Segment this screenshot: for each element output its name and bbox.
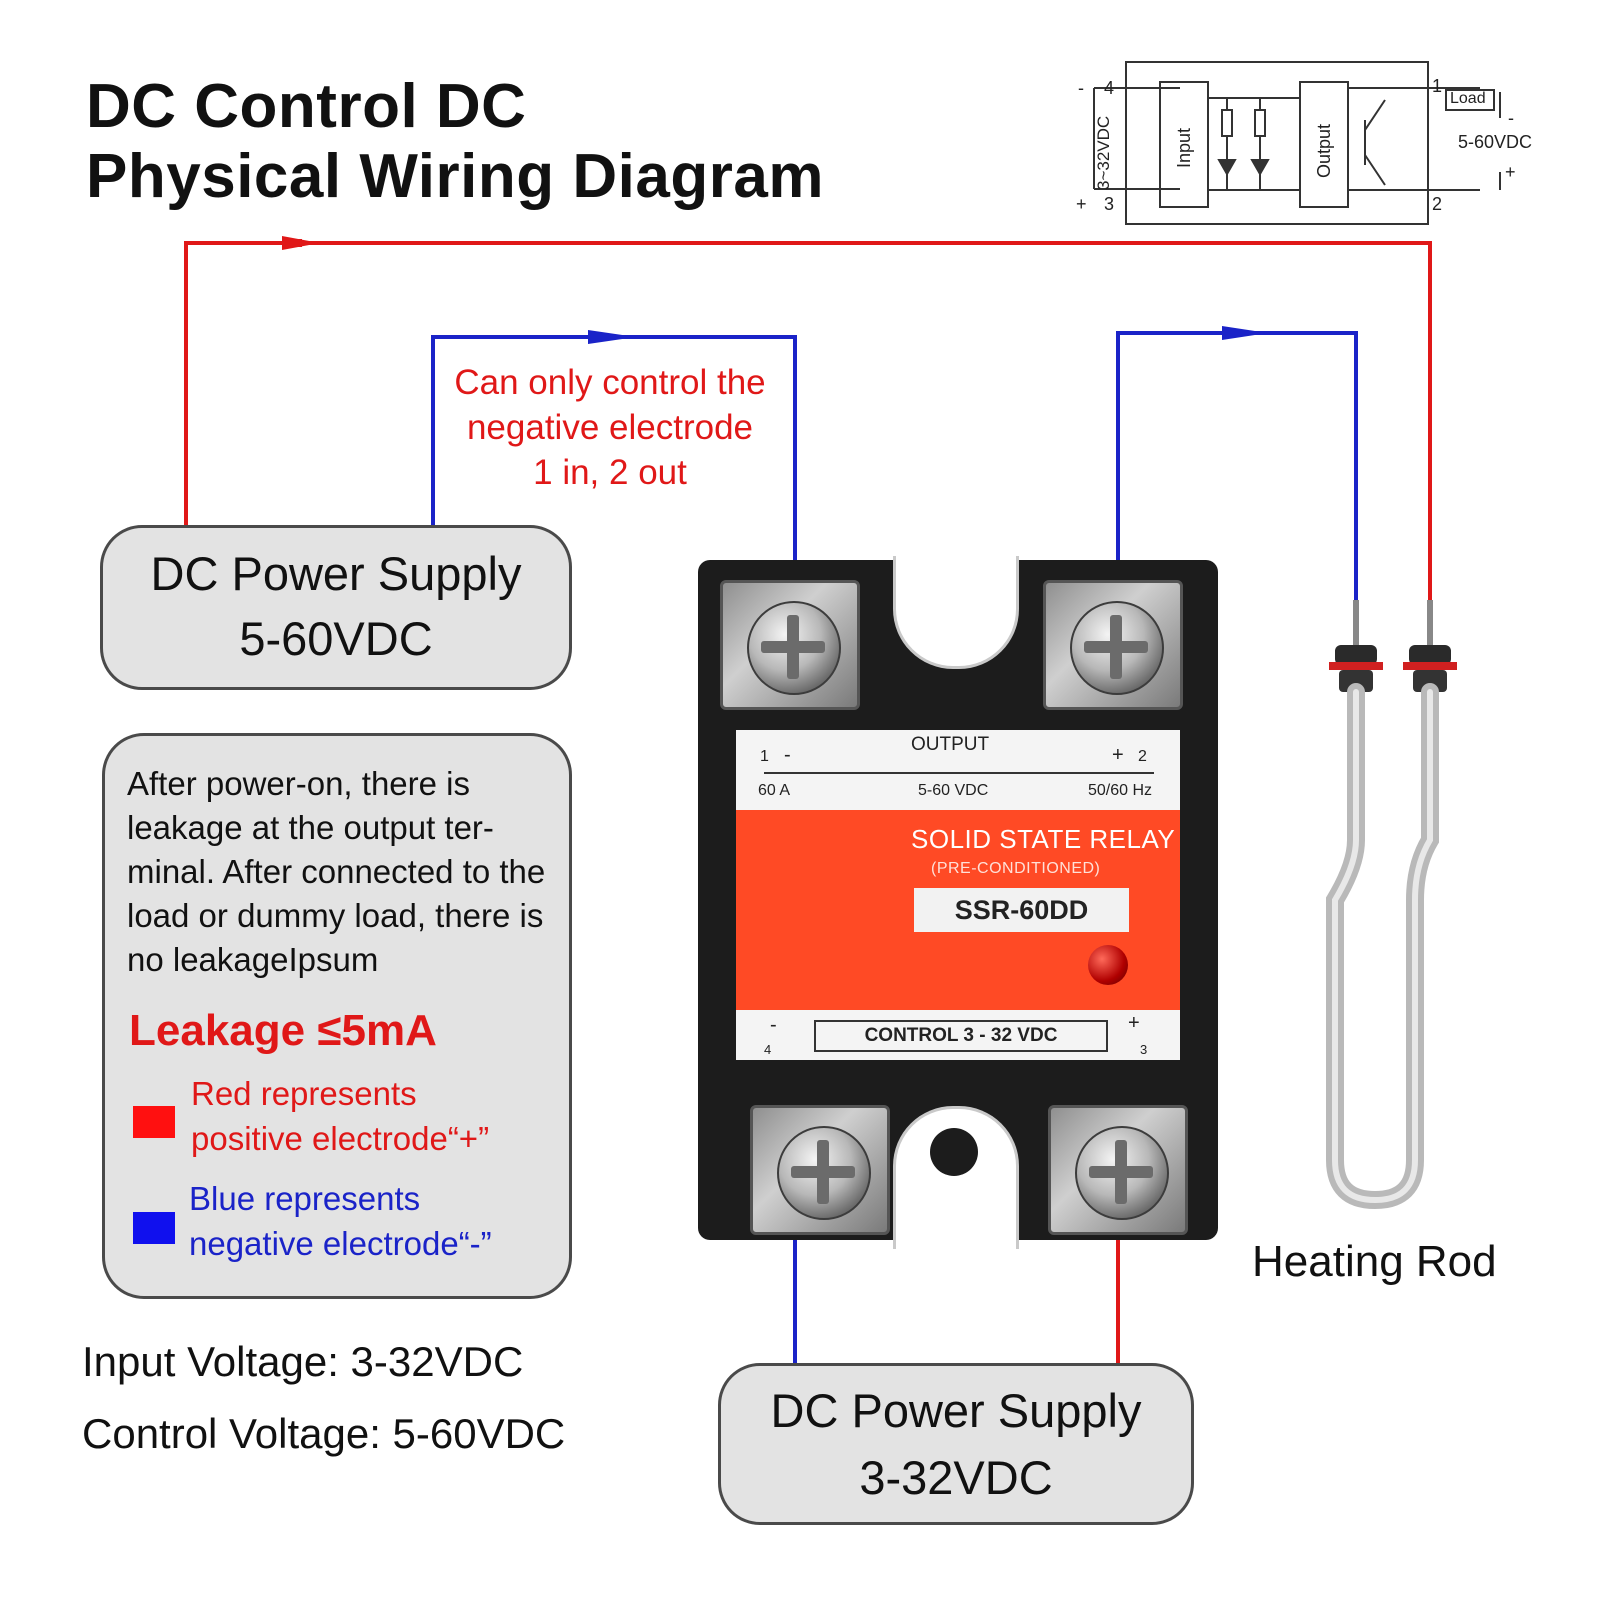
heating-rod-label: Heating Rod bbox=[1252, 1237, 1497, 1286]
heating-rod-icon bbox=[1326, 600, 1457, 1210]
schematic-load: Load bbox=[1450, 90, 1486, 107]
schematic-minus-right: - bbox=[1508, 108, 1514, 128]
red-legend-line-1: Red represents bbox=[191, 1075, 417, 1112]
terminal-3 bbox=[1048, 1105, 1188, 1235]
title-line-2: Physical Wiring Diagram bbox=[86, 142, 824, 211]
control-strip: - + CONTROL 3 - 32 VDC 4 3 bbox=[736, 1010, 1180, 1060]
relay-title: SOLID STATE RELAY bbox=[911, 824, 1176, 854]
schematic-pin-4: 4 bbox=[1104, 78, 1115, 98]
schematic-plus-right: + bbox=[1505, 162, 1516, 182]
output-line bbox=[764, 772, 1154, 774]
red-legend-text: Red represents positive electrode“+” bbox=[191, 1071, 489, 1161]
red-legend-line-2: positive electrode“+” bbox=[191, 1120, 490, 1157]
warning-line-3: 1 in, 2 out bbox=[533, 453, 687, 492]
control-pin-4: 4 bbox=[764, 1042, 772, 1057]
terminal-1 bbox=[720, 580, 860, 710]
control-minus: - bbox=[770, 1014, 777, 1036]
schematic-pin-2: 2 bbox=[1432, 194, 1443, 214]
relay-frequency: 50/60 Hz bbox=[1088, 782, 1153, 799]
relay-mount-hole bbox=[930, 1128, 978, 1176]
schematic-input-block: Input bbox=[1174, 127, 1194, 168]
relay-mount-notch-top bbox=[893, 556, 1019, 669]
red-wire-top bbox=[184, 241, 1432, 610]
schematic-minus-left: - bbox=[1078, 78, 1084, 98]
relay-minus: - bbox=[784, 744, 791, 766]
relay-model: SSR-60DD bbox=[914, 888, 1129, 932]
power-supply-output-box: DC Power Supply 5-60VDC bbox=[100, 525, 572, 690]
relay-pin-2: 2 bbox=[1138, 748, 1147, 765]
notes-box: After power-on, there is leakage at the … bbox=[102, 733, 572, 1299]
control-rating: CONTROL 3 - 32 VDC bbox=[814, 1020, 1108, 1052]
page-title: DC Control DC Physical Wiring Diagram bbox=[86, 72, 824, 212]
control-plus: + bbox=[1128, 1012, 1140, 1034]
control-voltage-spec: Control Voltage: 5-60VDC bbox=[82, 1410, 566, 1457]
relay-pin-1: 1 bbox=[760, 748, 769, 765]
relay-output-label: OUTPUT bbox=[911, 734, 990, 755]
input-voltage-spec: Input Voltage: 3-32VDC bbox=[82, 1338, 524, 1385]
psu-top-label: DC Power Supply bbox=[150, 547, 522, 600]
red-legend-swatch bbox=[133, 1106, 175, 1138]
relay-plus: + bbox=[1112, 744, 1124, 766]
schematic-input-voltage: 3~32VDC bbox=[1094, 115, 1113, 190]
relay-output-voltage: 5-60 VDC bbox=[918, 782, 989, 799]
blue-legend-line-1: Blue represents bbox=[189, 1180, 421, 1217]
output-strip: OUTPUT 1 - + 2 60 A 5-60 VDC 50/60 Hz bbox=[736, 730, 1180, 810]
screw-icon bbox=[777, 1126, 871, 1220]
relay-current: 60 A bbox=[758, 782, 791, 799]
schematic-plus-left: + bbox=[1076, 194, 1087, 214]
warning-line-2: negative electrode bbox=[466, 408, 754, 447]
psu-bottom-voltage: 3-32VDC bbox=[859, 1451, 1053, 1504]
blue-legend-line-2: negative electrode“-” bbox=[189, 1225, 492, 1262]
warning-line-1: Can only control the bbox=[454, 363, 766, 402]
leakage-value: Leakage ≤5mA bbox=[129, 1006, 437, 1055]
psu-bottom-label: DC Power Supply bbox=[770, 1384, 1142, 1437]
relay-subtitle: (PRE-CONDITIONED) bbox=[931, 860, 1101, 877]
title-line-1: DC Control DC bbox=[86, 72, 527, 141]
solid-state-relay: OUTPUT 1 - + 2 60 A 5-60 VDC 50/60 Hz SO… bbox=[698, 556, 1218, 1249]
blue-arrow-2 bbox=[1222, 326, 1268, 340]
warning-text: Can only control the negative electrode … bbox=[420, 360, 800, 495]
schematic-pin-3: 3 bbox=[1104, 194, 1115, 214]
red-arrow-shaft bbox=[282, 239, 302, 247]
control-pin-3: 3 bbox=[1140, 1042, 1148, 1057]
power-supply-control-box: DC Power Supply 3-32VDC bbox=[718, 1363, 1194, 1525]
psu-top-voltage: 5-60VDC bbox=[239, 612, 433, 665]
screw-icon bbox=[1070, 601, 1164, 695]
schematic-output-block: Output bbox=[1314, 123, 1334, 178]
leakage-note: After power-on, there is leakage at the … bbox=[127, 765, 546, 978]
schematic-diagram bbox=[1093, 61, 1501, 225]
terminal-2 bbox=[1043, 580, 1183, 710]
screw-icon bbox=[1075, 1126, 1169, 1220]
blue-legend-text: Blue represents negative electrode“-” bbox=[189, 1176, 492, 1266]
schematic-load-voltage: 5-60VDC bbox=[1458, 132, 1533, 152]
blue-arrow-1 bbox=[588, 330, 636, 344]
relay-red-panel: SOLID STATE RELAY (PRE-CONDITIONED) SSR-… bbox=[736, 810, 1180, 1010]
blue-legend-swatch bbox=[133, 1212, 175, 1244]
screw-icon bbox=[747, 601, 841, 695]
relay-label: OUTPUT 1 - + 2 60 A 5-60 VDC 50/60 Hz SO… bbox=[736, 730, 1180, 1060]
schematic-pin-1: 1 bbox=[1432, 76, 1443, 96]
status-led-icon bbox=[1088, 945, 1128, 985]
terminal-4 bbox=[750, 1105, 890, 1235]
